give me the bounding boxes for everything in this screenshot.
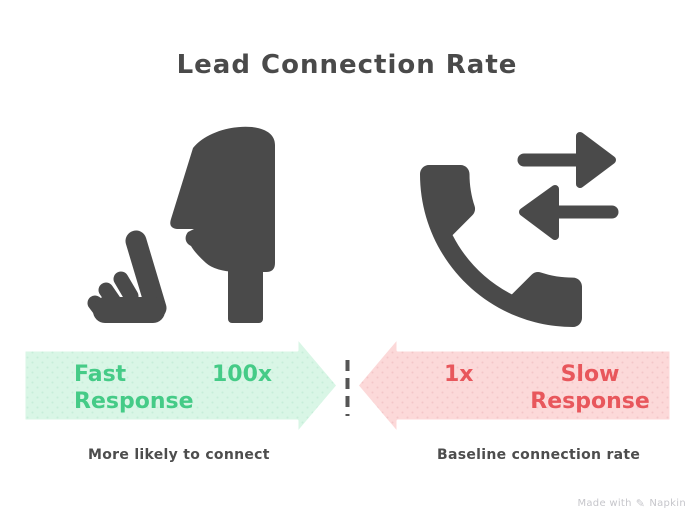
- person-raising-finger-icon: [87, 126, 275, 323]
- slow-response-label: Slow Response: [530, 362, 650, 414]
- napkin-pen-icon: ✎: [635, 497, 646, 510]
- fast-response-label: Fast Response: [74, 362, 194, 414]
- slow-banner-text: 1x Slow Response: [398, 350, 671, 421]
- fast-banner-text: Fast Response 100x: [24, 350, 297, 421]
- watermark-brand: Napkin: [649, 498, 686, 509]
- arrow-right-icon: [517, 132, 616, 188]
- phone-exchange-icon: [420, 132, 619, 327]
- fast-multiplier: 100x: [212, 362, 273, 387]
- arrow-left-icon: [519, 185, 619, 240]
- napkin-watermark: Made with ✎ Napkin: [577, 497, 686, 510]
- fast-caption: More likely to connect: [88, 447, 270, 463]
- slow-multiplier: 1x: [444, 362, 474, 387]
- fast-arrow-banner: [22, 335, 340, 436]
- slow-caption: Baseline connection rate: [437, 447, 641, 463]
- watermark-prefix: Made with: [577, 498, 632, 509]
- slow-arrow-banner: [355, 335, 673, 436]
- page-title: Lead Connection Rate: [176, 50, 518, 80]
